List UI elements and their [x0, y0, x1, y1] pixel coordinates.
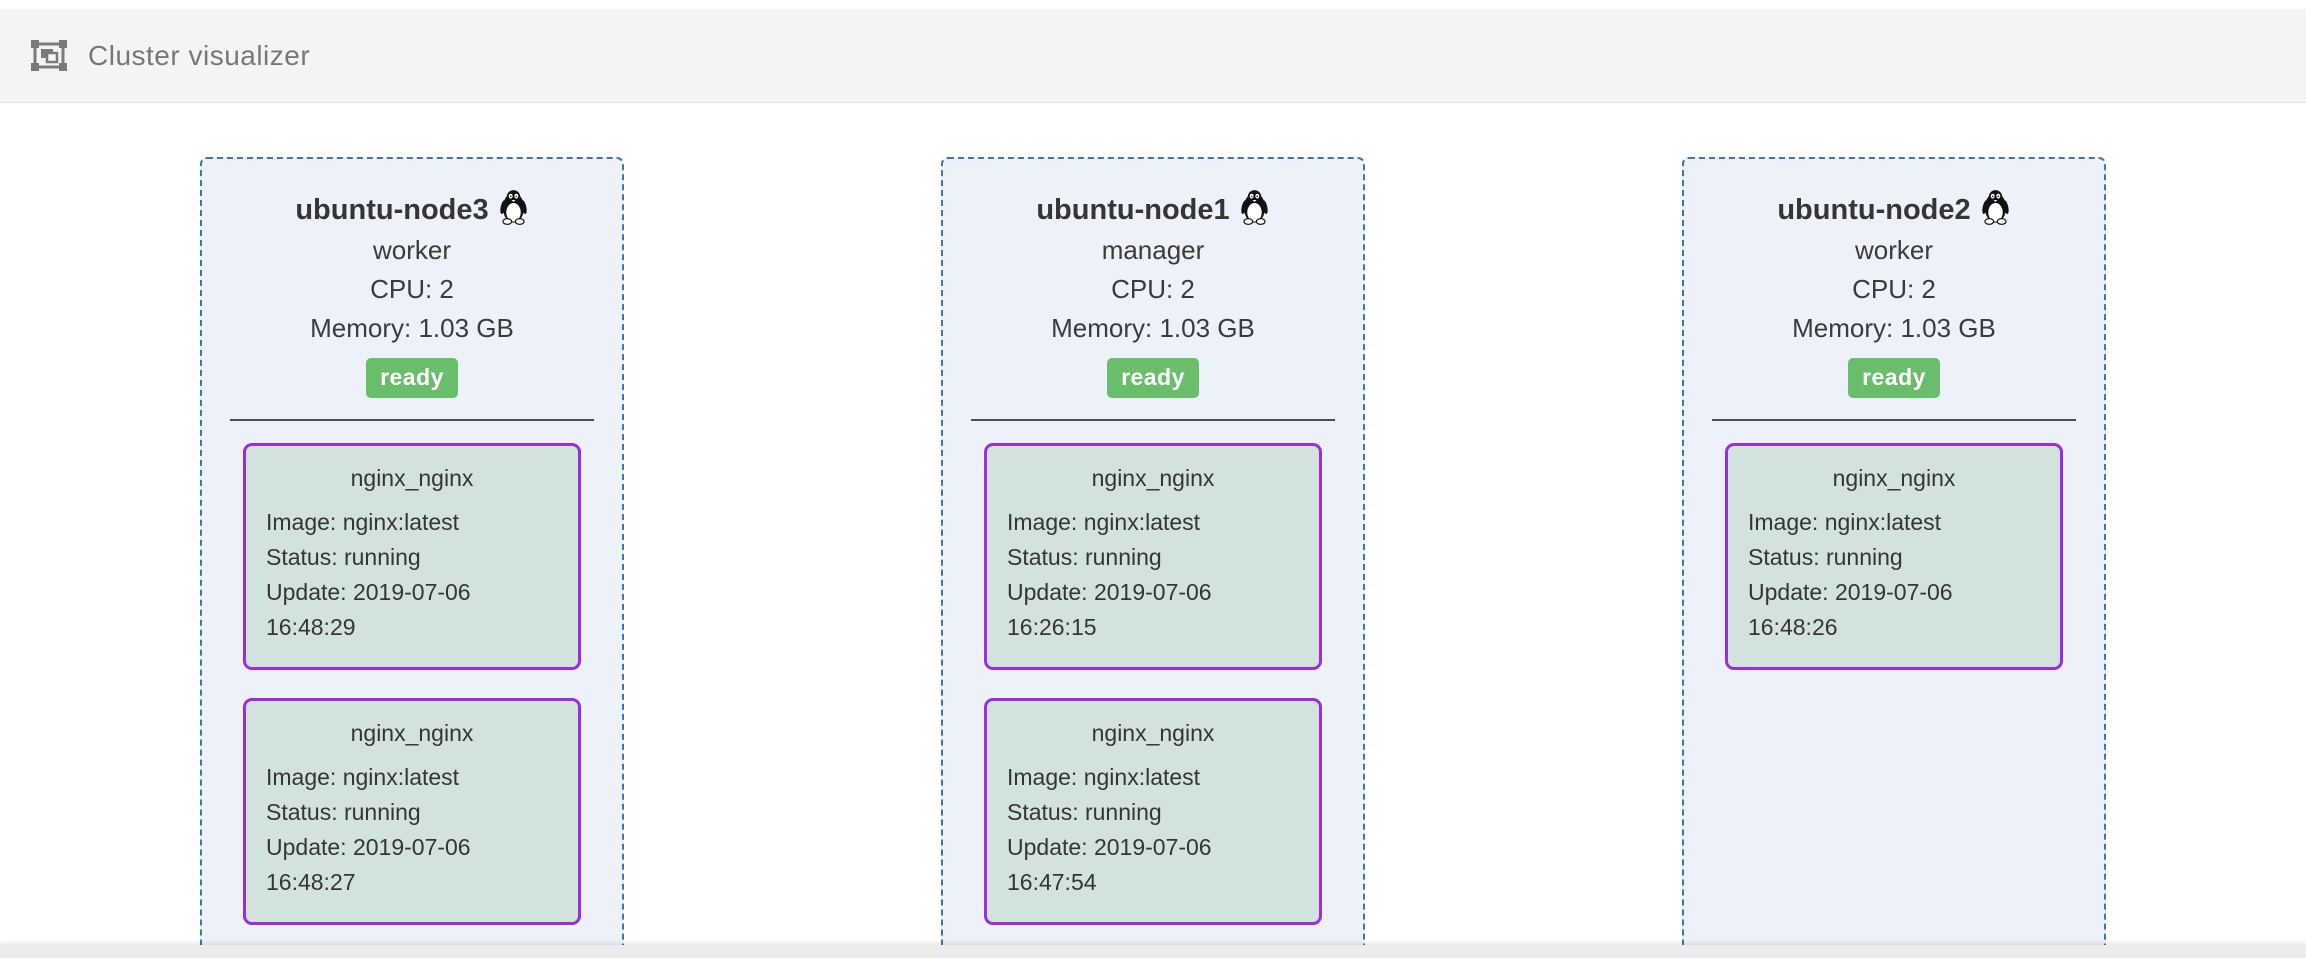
- status-badge: ready: [1848, 358, 1940, 398]
- task-name: nginx_nginx: [1091, 720, 1215, 746]
- status-badge: ready: [1107, 358, 1199, 398]
- task-status: Status: running: [1748, 544, 1903, 570]
- node-cpu: CPU: 2: [1111, 274, 1195, 304]
- node-role: manager: [1101, 235, 1205, 265]
- node-role: worker: [1854, 235, 1933, 265]
- task-image: Image: nginx:latest: [266, 509, 460, 535]
- task-card: nginx_nginx Image: nginx:latest Status: …: [1725, 443, 2063, 670]
- node-name: ubuntu-node3: [295, 194, 489, 226]
- node-list: ubuntu-node3 worker CPU: [0, 103, 2306, 957]
- task-list: nginx_nginx Image: nginx:latest Status: …: [202, 443, 622, 925]
- task-update: Update: 2019-07-06 16:48:26: [1748, 579, 1953, 640]
- footer-bar: [0, 945, 2306, 958]
- top-strip: [0, 0, 2306, 9]
- node-memory: Memory: 1.03 GB: [1792, 313, 1996, 343]
- node-status-row: ready: [202, 358, 622, 398]
- task-update: Update: 2019-07-06 16:48:27: [266, 834, 471, 895]
- task-status: Status: running: [1007, 799, 1162, 825]
- task-image: Image: nginx:latest: [1748, 509, 1942, 535]
- node-card: ubuntu-node3 worker CPU: [200, 157, 624, 957]
- node-divider: [971, 419, 1335, 421]
- task-name: nginx_nginx: [1091, 465, 1215, 491]
- task-list: nginx_nginx Image: nginx:latest Status: …: [1684, 443, 2104, 670]
- linux-penguin-icon: [1239, 188, 1270, 225]
- node-divider: [230, 419, 594, 421]
- task-name: nginx_nginx: [350, 720, 474, 746]
- task-name: nginx_nginx: [1832, 465, 1956, 491]
- task-image: Image: nginx:latest: [1007, 509, 1201, 535]
- node-status-row: ready: [943, 358, 1363, 398]
- task-card: nginx_nginx Image: nginx:latest Status: …: [984, 698, 1322, 925]
- task-image: Image: nginx:latest: [266, 764, 460, 790]
- object-group-icon: [30, 38, 70, 74]
- task-card: nginx_nginx Image: nginx:latest Status: …: [984, 443, 1322, 670]
- node-role: worker: [372, 235, 451, 265]
- node-memory: Memory: 1.03 GB: [1051, 313, 1255, 343]
- task-status: Status: running: [1007, 544, 1162, 570]
- task-list: nginx_nginx Image: nginx:latest Status: …: [943, 443, 1363, 925]
- task-image: Image: nginx:latest: [1007, 764, 1201, 790]
- task-card: nginx_nginx Image: nginx:latest Status: …: [243, 443, 581, 670]
- node-name: ubuntu-node2: [1777, 194, 1971, 226]
- task-update: Update: 2019-07-06 16:26:15: [1007, 579, 1212, 640]
- app-header: Cluster visualizer: [0, 9, 2306, 103]
- node-status-row: ready: [1684, 358, 2104, 398]
- node-title: ubuntu-node1: [943, 189, 1363, 231]
- node-title: ubuntu-node3: [202, 189, 622, 231]
- status-badge: ready: [366, 358, 458, 398]
- node-cpu: CPU: 2: [370, 274, 454, 304]
- task-update: Update: 2019-07-06 16:47:54: [1007, 834, 1212, 895]
- node-card: ubuntu-node2 worker CPU: [1682, 157, 2106, 957]
- node-divider: [1712, 419, 2076, 421]
- node-name: ubuntu-node1: [1036, 194, 1230, 226]
- node-cpu: CPU: 2: [1852, 274, 1936, 304]
- task-status: Status: running: [266, 799, 421, 825]
- task-status: Status: running: [266, 544, 421, 570]
- node-card: ubuntu-node1 manager CP: [941, 157, 1365, 957]
- node-memory: Memory: 1.03 GB: [310, 313, 514, 343]
- page-title: Cluster visualizer: [88, 39, 311, 71]
- linux-penguin-icon: [1980, 188, 2011, 225]
- task-name: nginx_nginx: [350, 465, 474, 491]
- task-card: nginx_nginx Image: nginx:latest Status: …: [243, 698, 581, 925]
- node-title: ubuntu-node2: [1684, 189, 2104, 231]
- linux-penguin-icon: [498, 188, 529, 225]
- task-update: Update: 2019-07-06 16:48:29: [266, 579, 471, 640]
